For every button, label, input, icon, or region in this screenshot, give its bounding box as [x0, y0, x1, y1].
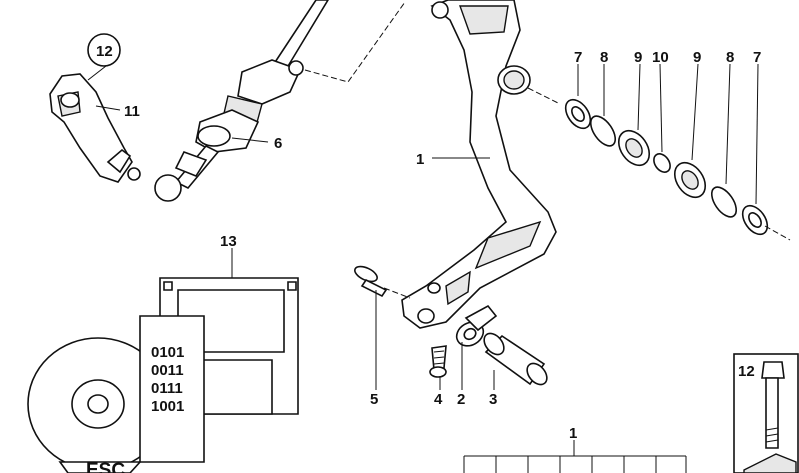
callout-11: 11	[124, 103, 140, 120]
floppy-label-line-4: 1001	[151, 398, 184, 415]
callout-13: 13	[220, 233, 237, 250]
shift-linkage-rod	[154, 0, 406, 202]
bolt-part	[429, 345, 447, 378]
callout-8-left: 8	[600, 49, 608, 66]
callout-3: 3	[489, 391, 497, 408]
shift-lever-part	[401, 0, 557, 329]
callout-12-box: 12	[738, 363, 755, 380]
peg-rubber-part	[483, 332, 548, 386]
callout-9-left: 9	[634, 49, 642, 66]
bolt-12-box	[733, 353, 799, 473]
callout-9-right: 9	[693, 49, 701, 66]
floppy-label-line-1: 0101	[151, 344, 184, 361]
software-media	[27, 277, 299, 473]
callout-1-kit: 1	[569, 425, 577, 442]
callout-4: 4	[434, 391, 443, 408]
leader-lines	[87, 63, 759, 390]
callout-2: 2	[457, 391, 465, 408]
bearing-stack	[527, 87, 791, 241]
cd-label: ESC	[86, 460, 125, 473]
kit-rack	[463, 440, 687, 473]
callout-10: 10	[652, 49, 669, 66]
screw-part	[354, 265, 411, 299]
callout-12: 12	[96, 43, 113, 60]
callout-6: 6	[274, 135, 282, 152]
washer-part	[455, 304, 498, 347]
callout-7-right: 7	[753, 49, 761, 66]
callout-12-circle	[87, 33, 121, 67]
callout-1-lever: 1	[416, 151, 424, 168]
floppy-label-line-2: 0011	[151, 362, 184, 379]
ball-socket-clip-part	[49, 73, 141, 183]
callout-8-right: 8	[726, 49, 734, 66]
floppy-label-line-3: 0111	[151, 380, 183, 397]
callout-5: 5	[370, 391, 378, 408]
callout-7-left: 7	[574, 49, 582, 66]
